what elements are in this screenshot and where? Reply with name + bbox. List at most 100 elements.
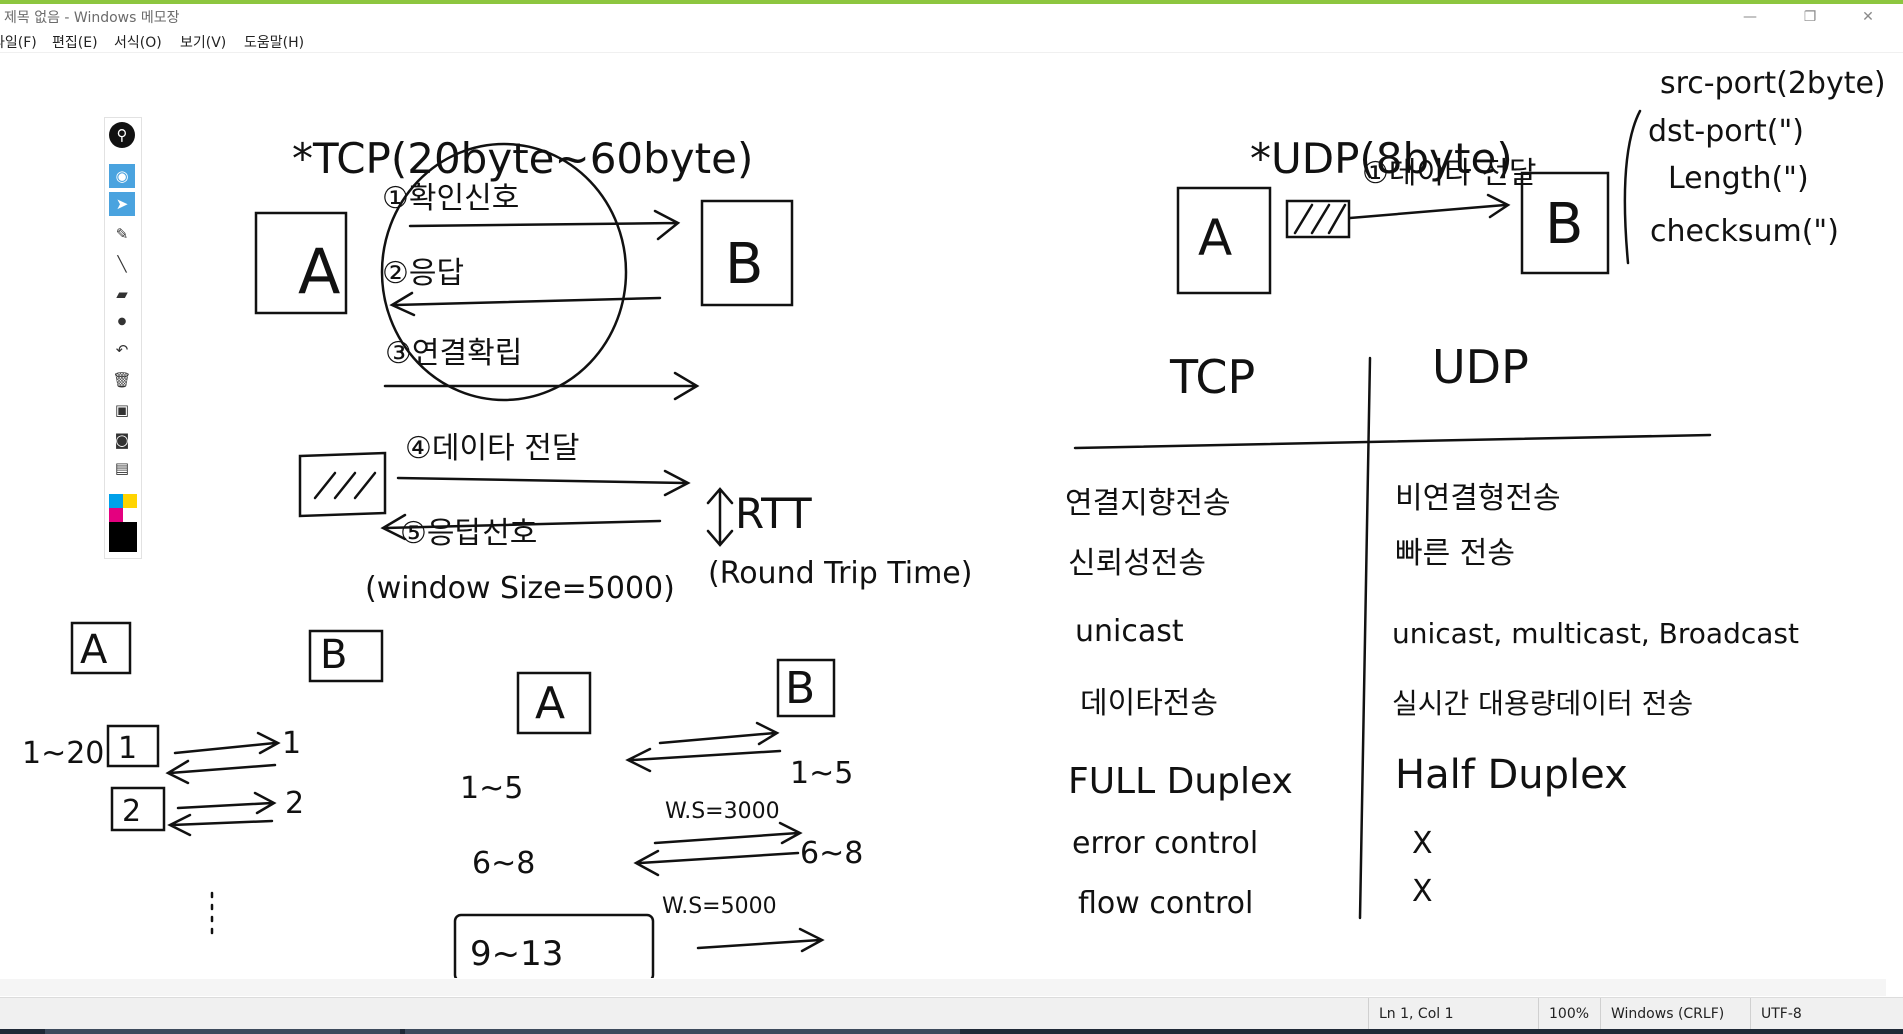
zoom-level: 100% — [1538, 998, 1607, 1030]
udp-label-a: A — [1198, 209, 1232, 267]
menu-bar: 파일(F) 편집(E) 서식(O) 보기(V) 도움말(H) — [0, 30, 1903, 53]
color-yellow-swatch[interactable] — [123, 494, 137, 508]
seq1-box-b — [308, 629, 384, 683]
arrow-step5 — [380, 513, 662, 541]
menu-file[interactable]: 파일(F) — [0, 35, 37, 51]
menu-edit[interactable]: 편집(E) — [52, 35, 98, 51]
cursor-position: Ln 1, Col 1 — [1368, 998, 1519, 1030]
encoding: UTF-8 — [1750, 998, 1881, 1030]
tcp-row-3: unicast — [1075, 614, 1184, 649]
udp-row-7: X — [1412, 874, 1433, 909]
tcp-title: *TCP(20byte~60byte) — [292, 134, 753, 183]
seq1-range: 1~20 — [22, 736, 104, 771]
cursor-icon[interactable]: ➤ — [109, 192, 135, 216]
table-head-udp: UDP — [1432, 340, 1529, 394]
udp-header-brace — [1623, 109, 1642, 265]
udp-row-6: X — [1412, 826, 1433, 861]
menu-help[interactable]: 도움말(H) — [244, 35, 305, 51]
maximize-button[interactable]: ❐ — [1803, 9, 1817, 25]
undo-icon[interactable]: ↶ — [115, 341, 129, 359]
pen-logo-icon[interactable]: ⚲ — [109, 122, 135, 148]
udp-header-2: dst-port(") — [1648, 114, 1804, 149]
rtt-arrow — [706, 487, 734, 547]
close-button[interactable]: ✕ — [1862, 9, 1874, 25]
rtt-full-label: (Round Trip Time) — [708, 556, 972, 591]
udp-data-segment — [1285, 199, 1351, 239]
udp-header-4: checksum(") — [1650, 214, 1839, 249]
udp-row-3: unicast, multicast, Broadcast — [1392, 617, 1799, 650]
eye-icon[interactable]: ◉ — [109, 164, 135, 188]
camera-icon[interactable]: ◙ — [114, 431, 130, 449]
seq1-send-1: 1 — [118, 731, 137, 766]
seq2-recv-1: 1~5 — [790, 756, 853, 791]
seq1-label-b: B — [320, 632, 347, 678]
seq1-box-a — [70, 621, 132, 675]
status-bar: Ln 1, Col 1 100% Windows (CRLF) UTF-8 — [0, 997, 1903, 1030]
ink-toolbar: ⚲ ◉ ➤ ✎ ╲ ▰ ● ↶ 🗑 ▣ ◙ ▤ — [104, 117, 142, 559]
menu-view[interactable]: 보기(V) — [180, 35, 227, 51]
arrow-step2 — [389, 291, 662, 317]
udp-send-label: ①데이타 전달 — [1362, 156, 1536, 191]
ws-label-2: W.S=5000 — [662, 894, 777, 919]
menu-format[interactable]: 서식(O) — [114, 35, 162, 51]
window-accent-bar — [0, 0, 1903, 4]
minimize-button[interactable]: — — [1743, 9, 1757, 25]
window-title: 제목 없음 - Windows 메모장 — [4, 10, 180, 26]
seq2-box-a — [516, 671, 592, 735]
udp-header-3: Length(") — [1668, 161, 1809, 196]
trash-icon[interactable]: 🗑 — [112, 371, 132, 389]
title-bar: 제목 없음 - Windows 메모장 — ❐ ✕ — [0, 4, 1903, 30]
udp-row-1: 비연결형전송 — [1395, 481, 1561, 516]
seq2-send-1: 1~5 — [460, 771, 523, 806]
udp-row-5: Half Duplex — [1395, 752, 1628, 798]
ink-canvas[interactable]: *TCP(20byte~60byte) *UDP(8byte) A B ①확인신… — [0, 53, 1903, 978]
tcp-box-b — [700, 199, 794, 307]
step4-label: ④데이타 전달 — [405, 431, 579, 466]
tcp-label-b: B — [725, 232, 763, 297]
seq2-send-2: 6~8 — [472, 846, 535, 881]
color-magenta-swatch[interactable] — [109, 508, 123, 522]
step1-label: ①확인신호 — [382, 181, 519, 216]
tcp-row-2: 신뢰성전송 — [1068, 546, 1206, 581]
horizontal-scrollbar[interactable] — [0, 979, 1886, 996]
table-hline — [1073, 433, 1712, 450]
table-vline — [1358, 356, 1372, 920]
udp-label-b: B — [1545, 192, 1583, 257]
tcp-row-6: error control — [1072, 826, 1258, 861]
pen-icon[interactable]: ╲ — [117, 255, 127, 273]
arrow-step3 — [383, 371, 700, 401]
seq2-recv-2: 6~8 — [800, 836, 863, 871]
tcp-row-4: 데이타전송 — [1080, 686, 1218, 721]
seq1-send-2: 2 — [122, 794, 141, 829]
dot-icon[interactable]: ● — [117, 316, 127, 327]
color-cyan-swatch[interactable] — [109, 494, 123, 508]
window-size-label: (window Size=5000) — [365, 571, 675, 606]
tcp-row-1: 연결지향전송 — [1065, 486, 1231, 521]
rtt-label: RTT — [735, 489, 812, 538]
udp-row-4: 실시간 대용량데이터 전송 — [1392, 687, 1693, 720]
clipboard-icon[interactable]: ▤ — [114, 459, 130, 477]
udp-header-1: src-port(2byte) — [1660, 66, 1886, 101]
arrow-step1 — [408, 209, 681, 241]
vertical-scrollbar[interactable] — [1886, 53, 1903, 978]
udp-row-2: 빠른 전송 — [1395, 536, 1515, 571]
seq1-recv-1: 1 — [282, 726, 301, 761]
eraser-icon[interactable]: ✎ — [115, 225, 129, 243]
step5-label: ⑤응답신호 — [400, 516, 537, 551]
arrow-step4 — [396, 469, 691, 497]
seq1-recv-2: 2 — [285, 786, 304, 821]
tcp-label-a: A — [298, 235, 340, 308]
taskbar-strip — [0, 1029, 1903, 1034]
screen-icon[interactable]: ▣ — [114, 401, 130, 419]
step3-label: ③연결확립 — [385, 336, 522, 371]
udp-title: *UDP(8byte) — [1250, 134, 1513, 183]
highlighter-icon[interactable]: ▰ — [116, 285, 128, 303]
seq2-send-3: 9~13 — [470, 934, 563, 974]
color-black-swatch[interactable] — [109, 522, 137, 552]
tcp-row-5: FULL Duplex — [1068, 761, 1293, 802]
handshake-circle — [380, 142, 628, 402]
udp-box-b — [1520, 171, 1610, 275]
data-segment — [298, 451, 387, 518]
step2-label: ②응답 — [382, 256, 464, 291]
udp-box-a — [1176, 186, 1272, 295]
